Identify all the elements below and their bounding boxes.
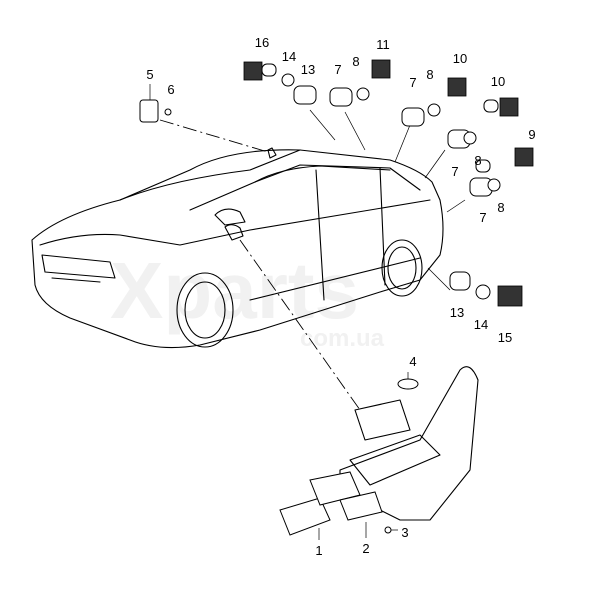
callout-4: 4 [409,354,416,369]
callout-1: 1 [315,543,322,558]
callout-16: 16 [255,35,269,50]
callout-6: 6 [167,82,174,97]
callout-10: 10 [453,51,467,66]
callout-7: 7 [451,164,458,179]
callout-8: 8 [474,153,481,168]
callout-15: 15 [498,330,512,345]
leader-dashes [159,119,361,411]
callout-8: 8 [497,200,504,215]
control-module-assembly [279,366,479,536]
callout-14: 14 [474,317,488,332]
callout-7: 7 [479,210,486,225]
callout-13: 13 [450,305,464,320]
watermark: Xparts com.ua [110,246,385,352]
callout-7: 7 [409,75,416,90]
callout-10: 10 [491,74,505,89]
callout-2: 2 [362,541,369,556]
watermark-domain: com.ua [300,325,385,352]
callout-8: 8 [352,54,359,69]
sensor-parts [139,59,534,307]
callout-8: 8 [426,67,433,82]
callout-13: 13 [301,62,315,77]
callout-11: 11 [376,37,390,52]
callout-14: 14 [282,49,296,64]
watermark-brand: Xparts [110,246,359,335]
callout-9: 9 [528,127,535,142]
callout-3: 3 [401,525,408,540]
callout-labels: 16 14 13 7 8 11 7 8 10 10 9 8 7 7 8 13 1… [146,35,535,558]
leader-lines [149,84,466,540]
callout-5: 5 [146,67,153,82]
car-illustration [31,147,444,349]
callout-7: 7 [334,62,341,77]
